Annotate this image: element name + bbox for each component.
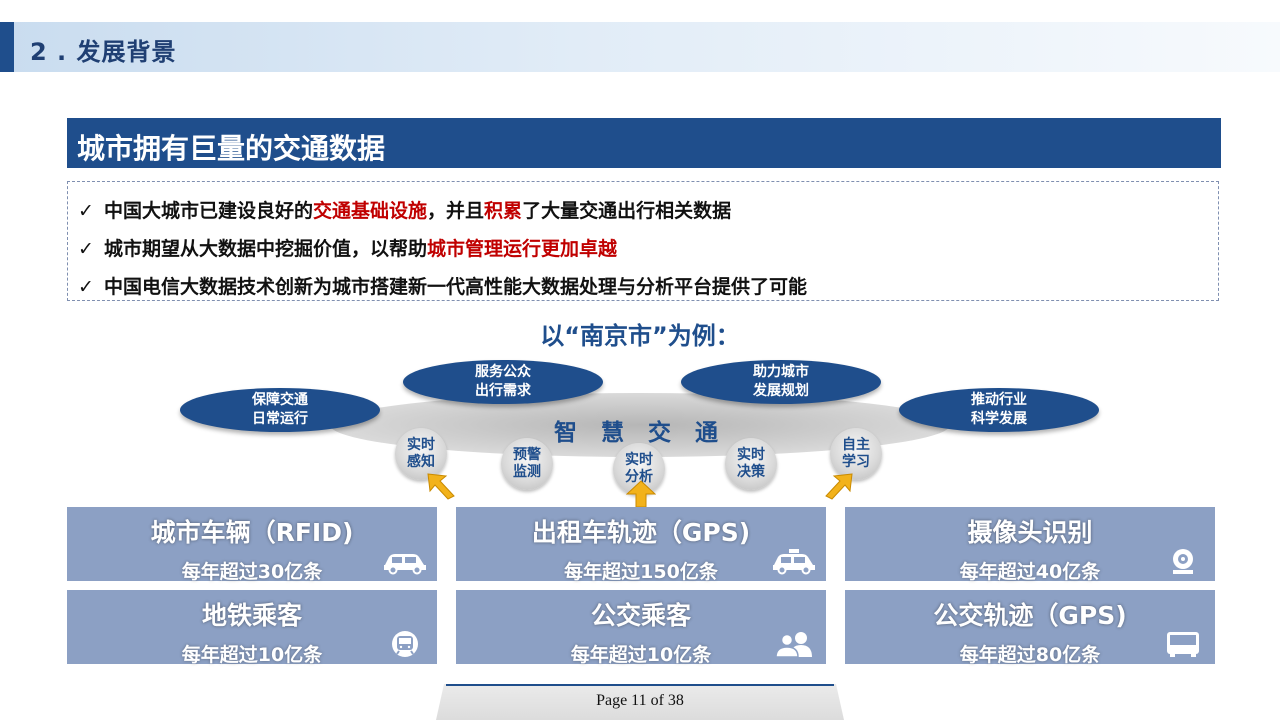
- goal-oval-public-travel: 服务公众 出行需求: [403, 360, 603, 404]
- data-card-bus-trajectory: 公交轨迹（GPS) 每年超过80亿条: [845, 590, 1215, 666]
- data-card-taxi-trajectory: 出租车轨迹（GPS) 每年超过150亿条: [456, 507, 826, 583]
- smart-traffic-label: 智 慧 交 通: [553, 420, 727, 446]
- oval-label: 服务公众 出行需求: [475, 364, 531, 399]
- goal-oval-daily-operation: 保障交通 日常运行: [180, 388, 380, 432]
- circle-label: 实时 分析: [625, 452, 653, 485]
- card-volume: 每年超过10亿条: [181, 644, 323, 666]
- taxi-icon: [773, 549, 815, 575]
- card-title: 摄像头识别: [967, 518, 1093, 547]
- card-volume: 每年超过80亿条: [959, 644, 1101, 666]
- slide-title: 城市拥有巨量的交通数据: [77, 132, 386, 165]
- data-card-metro-passengers: 地铁乘客 每年超过10亿条: [67, 590, 437, 666]
- card-volume: 每年超过40亿条: [959, 561, 1101, 583]
- card-volume: 每年超过10亿条: [570, 644, 712, 666]
- oval-label: 保障交通 日常运行: [252, 392, 308, 427]
- bullet-text: ，并且: [427, 200, 485, 222]
- stage-circle-learning: 自主 学习: [830, 428, 882, 480]
- check-icon: ✓: [78, 238, 94, 260]
- stage-circle-analysis: 实时 分析: [613, 443, 665, 495]
- example-heading: 以“南京市”为例：: [540, 322, 740, 350]
- bullet-text: 城市期望从大数据中挖掘价值，以帮助: [104, 238, 428, 260]
- stage-circle-warning: 预警 监测: [501, 438, 553, 490]
- camera-icon: [1173, 549, 1193, 574]
- bullet-highlight: 积累: [484, 200, 523, 222]
- circle-label: 预警 监测: [513, 447, 541, 480]
- bus-icon: [1167, 632, 1199, 657]
- section-title: 2 . 发展背景: [30, 38, 177, 66]
- bullet-text: 中国大城市已建设良好的: [104, 200, 314, 222]
- bullet-text: 了大量交通出行相关数据: [522, 200, 732, 222]
- slide-banner: 城市拥有巨量的交通数据: [67, 118, 1221, 168]
- card-title: 地铁乘客: [201, 601, 302, 630]
- circle-label: 实时 感知: [407, 437, 435, 470]
- card-title: 公交轨迹（GPS): [933, 601, 1127, 630]
- stage-circle-decision: 实时 决策: [725, 438, 777, 490]
- section-header: 2 . 发展背景: [0, 22, 1280, 72]
- arrow-up-right-icon: [825, 473, 853, 500]
- footer-rule: [446, 684, 834, 686]
- circle-label: 实时 决策: [737, 447, 765, 480]
- page-number: Page 11 of 38: [596, 692, 684, 709]
- data-card-camera-recognition: 摄像头识别 每年超过40亿条: [845, 507, 1215, 583]
- data-card-bus-passengers: 公交乘客 每年超过10亿条: [456, 590, 826, 666]
- car-icon: [384, 554, 426, 575]
- stage-circle-perception: 实时 感知: [395, 428, 447, 480]
- arrow-up-icon: [626, 480, 656, 508]
- check-icon: ✓: [78, 200, 94, 222]
- bullet-highlight: 交通基础设施: [313, 200, 428, 222]
- bullet-highlight: 城市管理运行更加卓越: [427, 238, 618, 260]
- card-title: 出租车轨迹（GPS): [531, 518, 751, 547]
- bullet-item-infrastructure: ✓ 中国大城市已建设良好的交通基础设施，并且积累了大量交通出行相关数据: [78, 196, 731, 223]
- header-accent-bar: [0, 22, 14, 72]
- check-icon: ✓: [78, 276, 94, 298]
- circle-label: 自主 学习: [842, 437, 870, 470]
- arrow-up-left-icon: [427, 473, 455, 500]
- data-card-city-vehicles: 城市车辆（RFID) 每年超过30亿条: [67, 507, 437, 583]
- bullet-box: ✓ 中国大城市已建设良好的交通基础设施，并且积累了大量交通出行相关数据 ✓ 城市期望…: [67, 181, 1219, 301]
- bullet-text: 中国电信大数据技术创新为城市搭建新一代高性能大数据处理与分析平台提供了可能: [104, 276, 808, 298]
- oval-label: 推动行业 科学发展: [971, 392, 1027, 427]
- metro-icon: [392, 631, 418, 657]
- card-volume: 每年超过150亿条: [564, 561, 718, 583]
- bullet-item-value: ✓ 城市期望从大数据中挖掘价值，以帮助城市管理运行更加卓越: [78, 234, 617, 261]
- goal-oval-industry-science: 推动行业 科学发展: [899, 388, 1099, 432]
- goal-oval-city-planning: 助力城市 发展规划: [681, 360, 881, 404]
- people-icon: [775, 632, 812, 658]
- card-title: 公交乘客: [590, 601, 691, 630]
- card-volume: 每年超过30亿条: [181, 561, 323, 583]
- oval-label: 助力城市 发展规划: [753, 364, 809, 399]
- card-title: 城市车辆（RFID): [150, 518, 354, 547]
- page-footer: Page 11 of 38: [436, 684, 844, 720]
- bullet-item-platform: ✓ 中国电信大数据技术创新为城市搭建新一代高性能大数据处理与分析平台提供了可能: [78, 272, 807, 299]
